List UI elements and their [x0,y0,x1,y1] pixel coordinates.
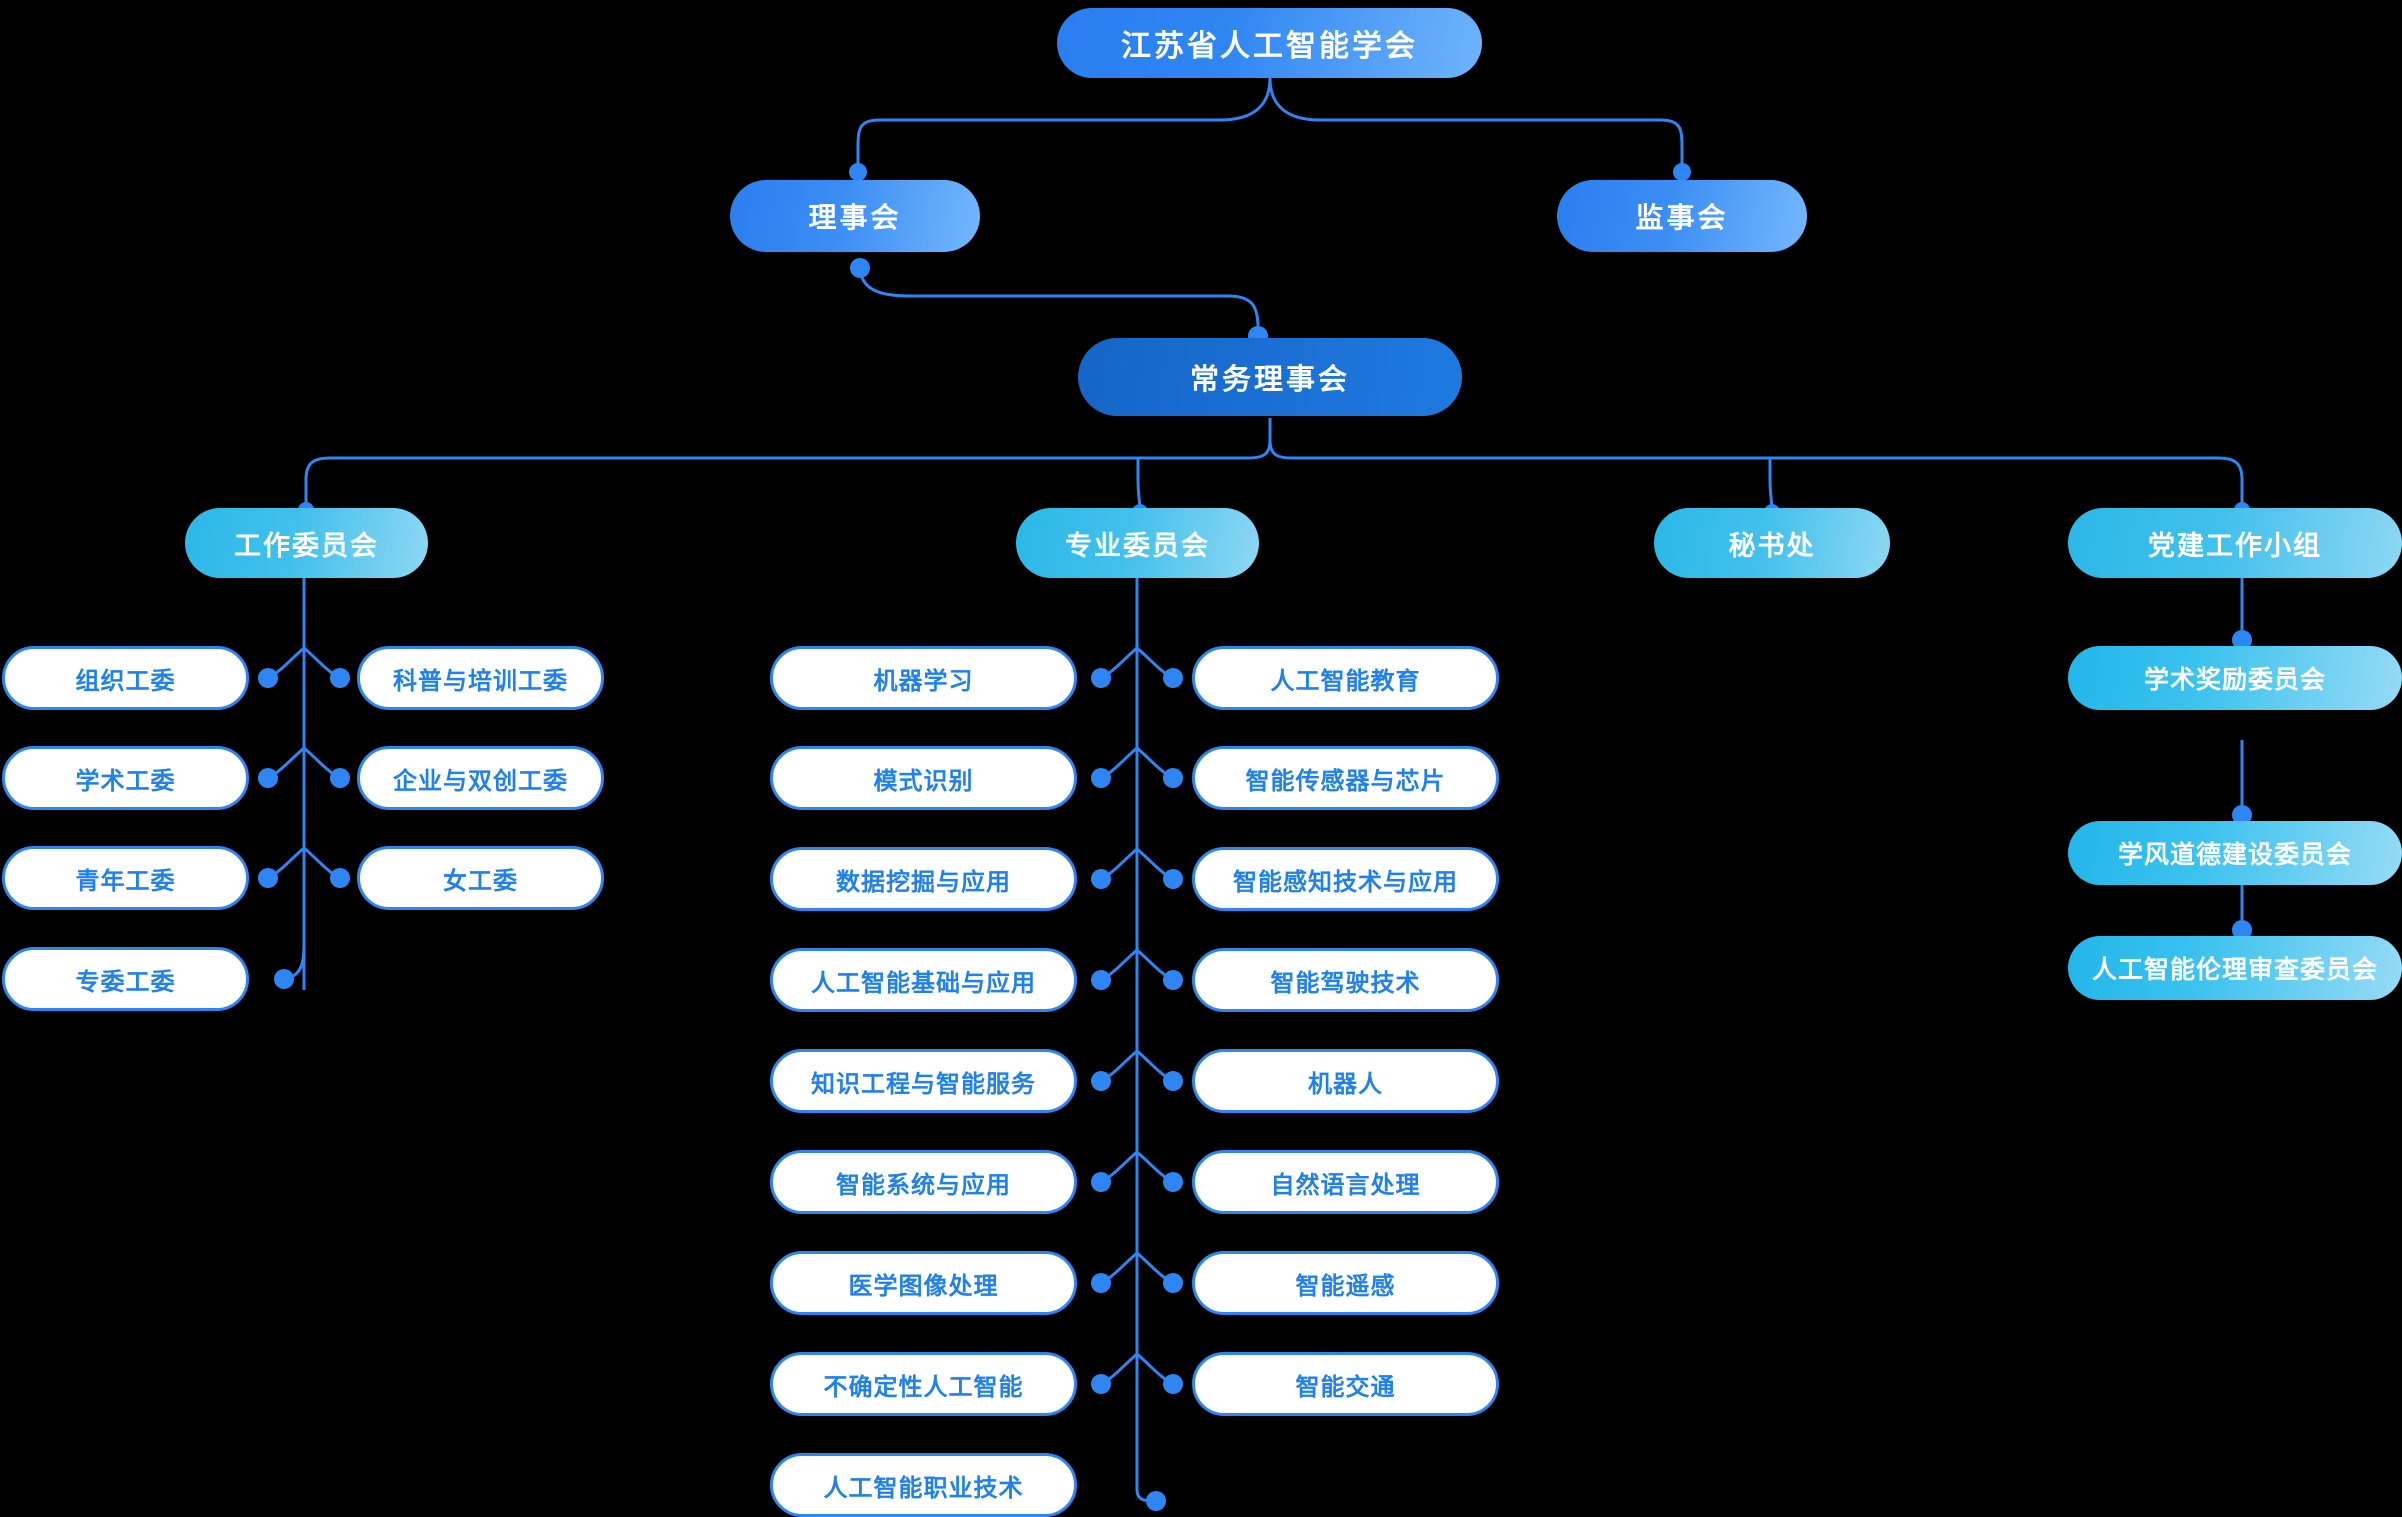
node-label: 监事会 [1635,202,1729,233]
node-label: 党建工作小组 [2148,530,2322,561]
node-label: 智能系统与应用 [836,1171,1011,1199]
leaf-work-left-4[interactable]: 专委工委 [2,947,249,1011]
node-label: 智能感知技术与应用 [1233,868,1458,896]
node-label: 不确定性人工智能 [823,1373,1024,1401]
node-label: 机器人 [1308,1070,1383,1098]
leaf-prof-right-1[interactable]: 人工智能教育 [1192,646,1499,710]
node-label: 理事会 [808,202,902,233]
leaf-work-right-2[interactable]: 企业与双创工委 [357,746,604,810]
leaf-prof-left-2[interactable]: 模式识别 [770,746,1077,810]
leaf-prof-right-3[interactable]: 智能感知技术与应用 [1192,847,1499,911]
node-label: 数据挖掘与应用 [836,868,1011,896]
leaf-prof-left-6[interactable]: 智能系统与应用 [770,1150,1077,1214]
leaf-work-left-3[interactable]: 青年工委 [2,846,249,910]
node-secretariat[interactable]: 秘书处 [1654,508,1890,578]
node-label: 专业委员会 [1065,530,1210,561]
node-label: 组织工委 [75,667,176,695]
node-label: 人工智能基础与应用 [811,969,1036,997]
node-label: 学术奖励委员会 [2143,666,2326,694]
leaf-work-right-1[interactable]: 科普与培训工委 [357,646,604,710]
node-supervisors[interactable]: 监事会 [1557,180,1807,252]
leaf-prof-left-5[interactable]: 知识工程与智能服务 [770,1049,1077,1113]
node-label: 科普与培训工委 [393,667,568,695]
leaf-prof-left-1[interactable]: 机器学习 [770,646,1077,710]
leaf-prof-left-3[interactable]: 数据挖掘与应用 [770,847,1077,911]
leaf-prof-right-7[interactable]: 智能遥感 [1192,1251,1499,1315]
node-label: 人工智能职业技术 [823,1474,1024,1502]
node-label: 智能传感器与芯片 [1245,767,1446,795]
node-label: 工作委员会 [234,530,379,561]
node-label: 企业与双创工委 [393,767,568,795]
leaf-party-3[interactable]: 人工智能伦理审查委员会 [2068,936,2402,1000]
node-label: 智能交通 [1295,1373,1396,1401]
node-label: 学术工委 [75,767,176,795]
node-label: 机器学习 [873,667,974,695]
node-label: 人工智能教育 [1270,667,1421,695]
node-root[interactable]: 江苏省人工智能学会 [1057,8,1482,78]
leaf-prof-right-5[interactable]: 机器人 [1192,1049,1499,1113]
node-label: 知识工程与智能服务 [811,1070,1036,1098]
node-label: 模式识别 [873,767,974,795]
leaf-work-right-3[interactable]: 女工委 [357,846,604,910]
node-standing-board[interactable]: 常务理事会 [1078,338,1462,416]
node-label: 女工委 [443,867,518,895]
node-label: 常务理事会 [1189,364,1350,396]
leaf-prof-left-9[interactable]: 人工智能职业技术 [770,1453,1077,1517]
node-party-group[interactable]: 党建工作小组 [2068,508,2402,578]
node-label: 医学图像处理 [848,1272,999,1300]
node-board[interactable]: 理事会 [730,180,980,252]
node-label: 江苏省人工智能学会 [1121,30,1418,63]
leaf-prof-right-6[interactable]: 自然语言处理 [1192,1150,1499,1214]
leaf-prof-right-4[interactable]: 智能驾驶技术 [1192,948,1499,1012]
node-professional-committee[interactable]: 专业委员会 [1016,508,1259,578]
leaf-prof-right-8[interactable]: 智能交通 [1192,1352,1499,1416]
leaf-work-left-2[interactable]: 学术工委 [2,746,249,810]
leaf-party-1[interactable]: 学术奖励委员会 [2068,646,2402,710]
leaf-prof-left-8[interactable]: 不确定性人工智能 [770,1352,1077,1416]
node-label: 智能遥感 [1295,1272,1396,1300]
leaf-prof-left-4[interactable]: 人工智能基础与应用 [770,948,1077,1012]
node-label: 专委工委 [75,968,176,996]
leaf-prof-right-2[interactable]: 智能传感器与芯片 [1192,746,1499,810]
node-label: 智能驾驶技术 [1270,969,1421,997]
leaf-party-2[interactable]: 学风道德建设委员会 [2068,821,2402,885]
leaf-prof-left-7[interactable]: 医学图像处理 [770,1251,1077,1315]
node-label: 学风道德建设委员会 [2117,841,2352,869]
node-label: 青年工委 [75,867,176,895]
node-label: 秘书处 [1728,530,1816,561]
node-label: 人工智能伦理审查委员会 [2091,956,2378,984]
node-label: 自然语言处理 [1270,1171,1421,1199]
node-work-committee[interactable]: 工作委员会 [185,508,428,578]
leaf-work-left-1[interactable]: 组织工委 [2,646,249,710]
